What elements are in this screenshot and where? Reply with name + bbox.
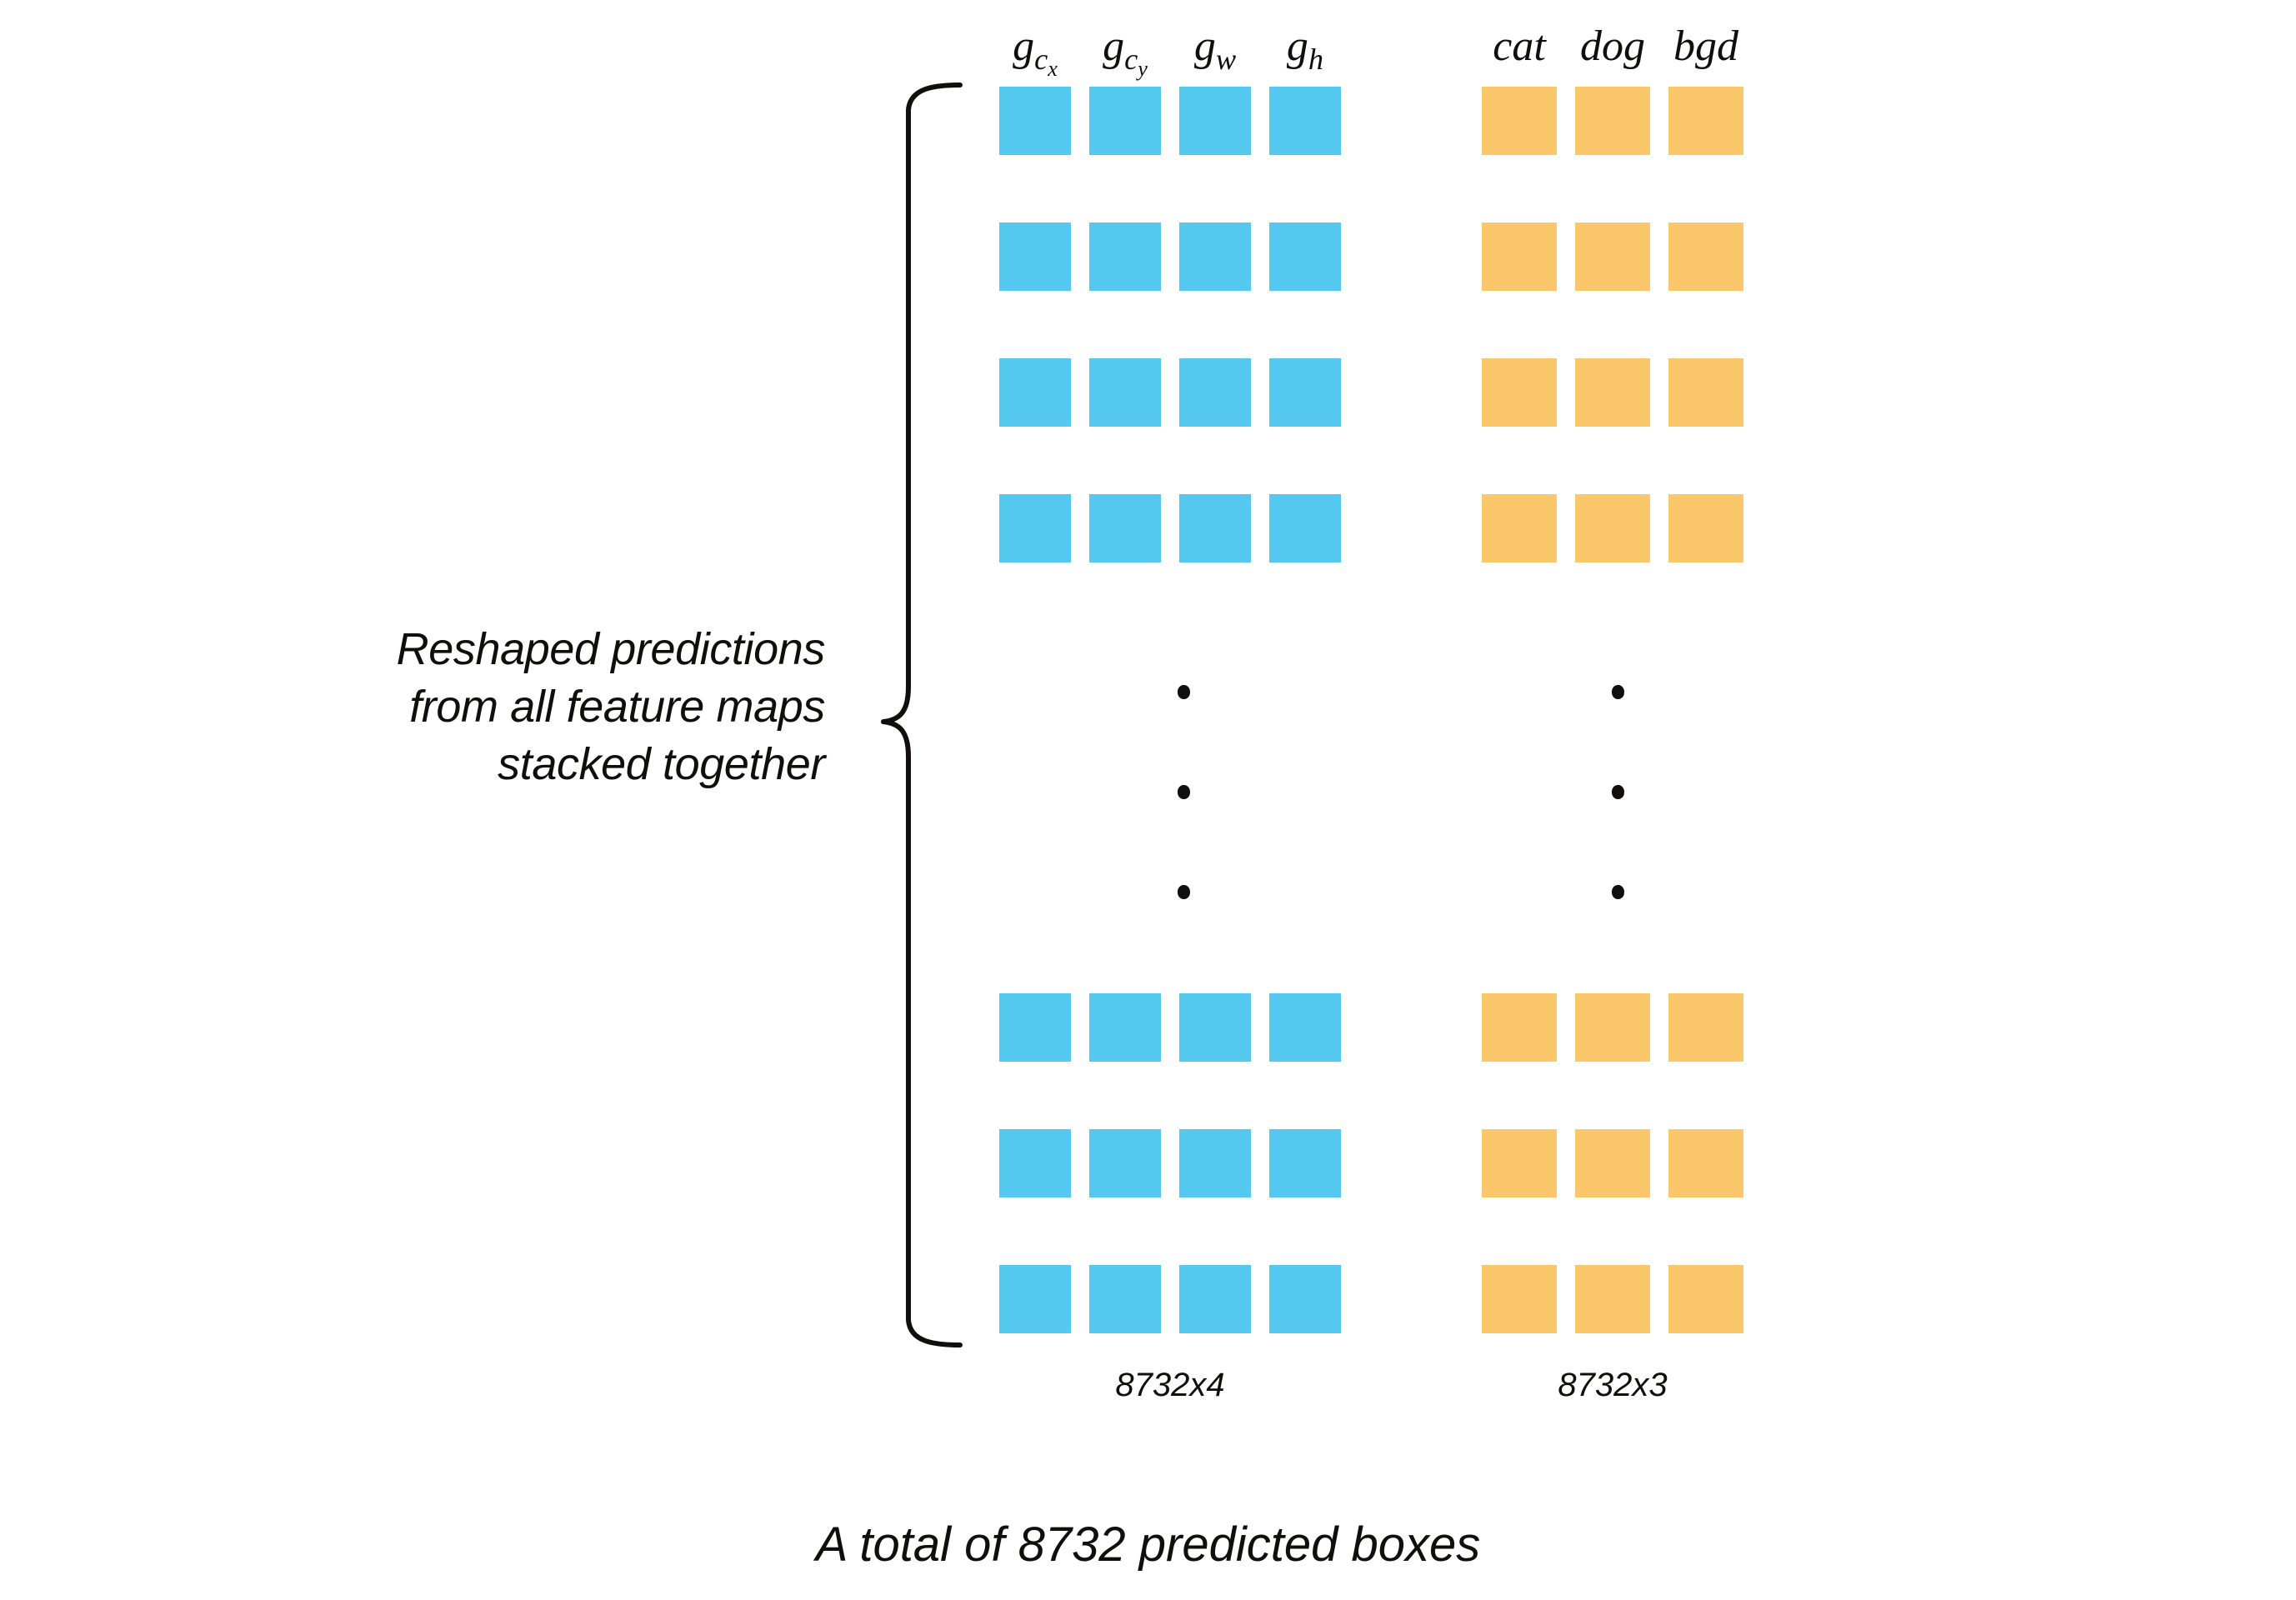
column-label-g-cx: gcx (1013, 22, 1058, 81)
dim-caption-localization: 8732x4 (1115, 1367, 1225, 1403)
localization-cell (1179, 1265, 1251, 1333)
localization-cell (1269, 87, 1341, 155)
side-caption-line-1: Reshaped predictions (396, 624, 826, 674)
classification-cell (1668, 358, 1743, 427)
localization-cell (999, 358, 1071, 427)
grouping-brace-icon (881, 82, 963, 1348)
ellipsis-dot (1612, 685, 1624, 699)
classification-cell (1668, 222, 1743, 291)
dim-caption-classification: 8732x3 (1558, 1367, 1668, 1403)
bottom-caption: A total of 8732 predicted boxes (815, 1518, 1481, 1572)
localization-cell (999, 494, 1071, 562)
classification-cell (1575, 358, 1650, 427)
side-caption-line-3: stacked together (498, 739, 825, 790)
localization-cell (1089, 1129, 1161, 1198)
column-label-dog: dog (1580, 22, 1645, 70)
ellipsis-dot (1612, 785, 1624, 799)
column-label-g-cy: gcy (1103, 22, 1148, 81)
classification-cell (1668, 1129, 1743, 1198)
classification-cell (1575, 1265, 1650, 1333)
classification-cell (1575, 1129, 1650, 1198)
localization-cell (1179, 1129, 1251, 1198)
ellipsis-dot (1178, 785, 1190, 799)
localization-cell (1089, 993, 1161, 1062)
localization-cell (1269, 1129, 1341, 1198)
classification-cell (1482, 1265, 1557, 1333)
localization-cell (1179, 358, 1251, 427)
column-label-bgd: bgd (1673, 22, 1738, 70)
column-label-g-h: gh (1286, 22, 1324, 76)
ellipsis-dot (1612, 885, 1624, 899)
classification-cell (1575, 494, 1650, 562)
classification-cell (1482, 358, 1557, 427)
classification-cell (1668, 494, 1743, 562)
localization-cell (1089, 494, 1161, 562)
classification-cell (1482, 494, 1557, 562)
localization-cell (1179, 222, 1251, 291)
ellipsis-dot (1178, 885, 1190, 899)
side-caption: Reshaped predictions from all feature ma… (250, 621, 826, 793)
classification-cell (1575, 993, 1650, 1062)
column-label-cat: cat (1493, 22, 1546, 70)
localization-cell (1269, 222, 1341, 291)
localization-cell (999, 222, 1071, 291)
classification-cell (1668, 87, 1743, 155)
classification-cell (1668, 993, 1743, 1062)
localization-cell (999, 1265, 1071, 1333)
localization-cell (999, 1129, 1071, 1198)
classification-cell (1482, 87, 1557, 155)
classification-cell (1668, 1265, 1743, 1333)
classification-cell (1482, 993, 1557, 1062)
classification-cell (1482, 1129, 1557, 1198)
ellipsis-dot (1178, 685, 1190, 699)
localization-cell (1089, 87, 1161, 155)
localization-cell (1269, 1265, 1341, 1333)
column-label-g-w: gw (1193, 22, 1237, 76)
localization-cell (1269, 993, 1341, 1062)
localization-cell (1089, 222, 1161, 291)
localization-cell (999, 87, 1071, 155)
localization-cell (1179, 494, 1251, 562)
localization-cell (1089, 1265, 1161, 1333)
classification-cell (1575, 222, 1650, 291)
classification-cell (1575, 87, 1650, 155)
localization-cell (1269, 358, 1341, 427)
classification-cell (1482, 222, 1557, 291)
localization-cell (1179, 87, 1251, 155)
localization-cell (999, 993, 1071, 1062)
side-caption-line-2: from all feature maps (409, 682, 825, 732)
localization-cell (1269, 494, 1341, 562)
localization-cell (1089, 358, 1161, 427)
localization-cell (1179, 993, 1251, 1062)
